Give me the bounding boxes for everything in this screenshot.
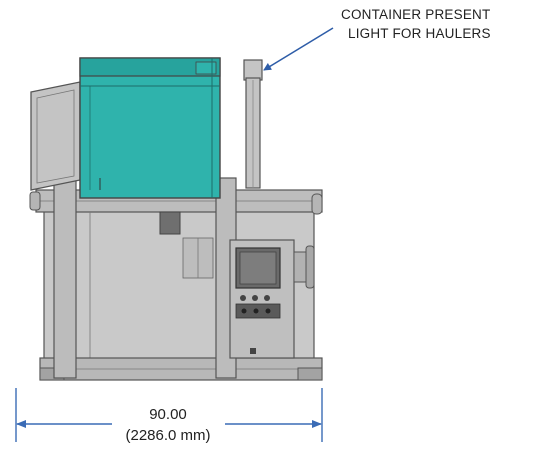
callout-label-line2: LIGHT FOR HAULERS <box>348 26 491 41</box>
callout-label-line1: CONTAINER PRESENT <box>341 7 491 22</box>
left-post <box>53 177 77 379</box>
open-door-panel <box>30 81 81 191</box>
control-panel <box>229 239 315 359</box>
callout-leader-arrow <box>263 27 334 71</box>
hopper-chute <box>79 57 221 199</box>
dimension-metric-value: (2286.0 mm) <box>125 427 211 444</box>
machine-base-skid <box>39 357 323 381</box>
dimension-value: 90.00 <box>149 406 187 423</box>
container-present-light <box>243 59 263 189</box>
